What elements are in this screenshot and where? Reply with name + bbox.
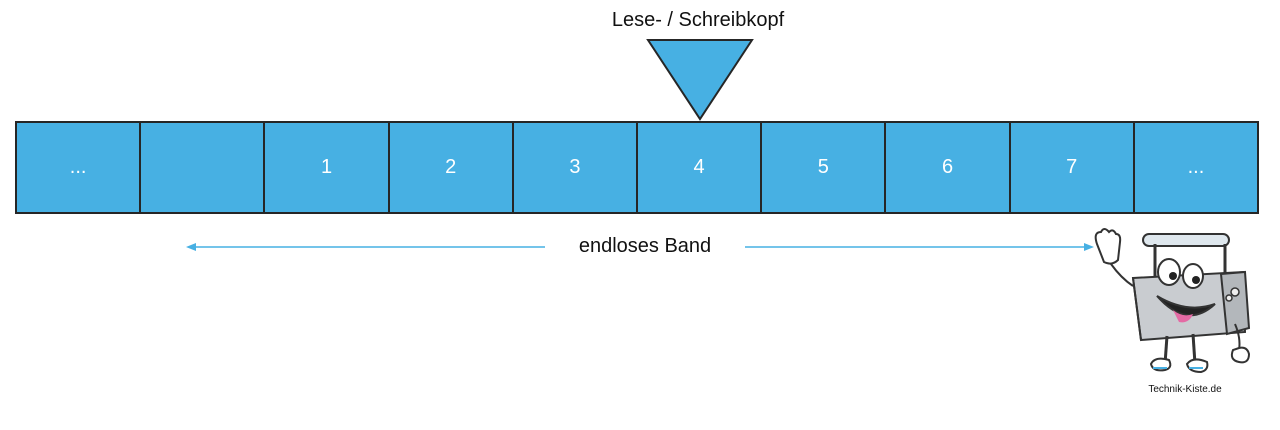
technik-kiste-logo-text: Technik-Kiste.de (1148, 384, 1222, 395)
tape-cell: 6 (886, 123, 1011, 212)
tape-cell: 4 (638, 123, 763, 212)
endless-band-label: endloses Band (545, 234, 745, 258)
tape-cell (141, 123, 266, 212)
tape-cell: 3 (514, 123, 639, 212)
tape-cell: ... (1187, 156, 1205, 178)
read-write-head-label: Lese- / Schreibkopf (611, 9, 785, 31)
tape-cell: ... (17, 123, 142, 212)
toolbox-mascot-icon (1094, 228, 1251, 374)
band-double-arrow (186, 243, 1094, 251)
tape-cell: 7 (1011, 123, 1135, 212)
read-write-head-pointer-icon (646, 39, 754, 121)
tape-cell: 1 (265, 123, 390, 212)
tape-cell: 2 (390, 123, 514, 212)
tape-cell: 5 (762, 123, 887, 212)
